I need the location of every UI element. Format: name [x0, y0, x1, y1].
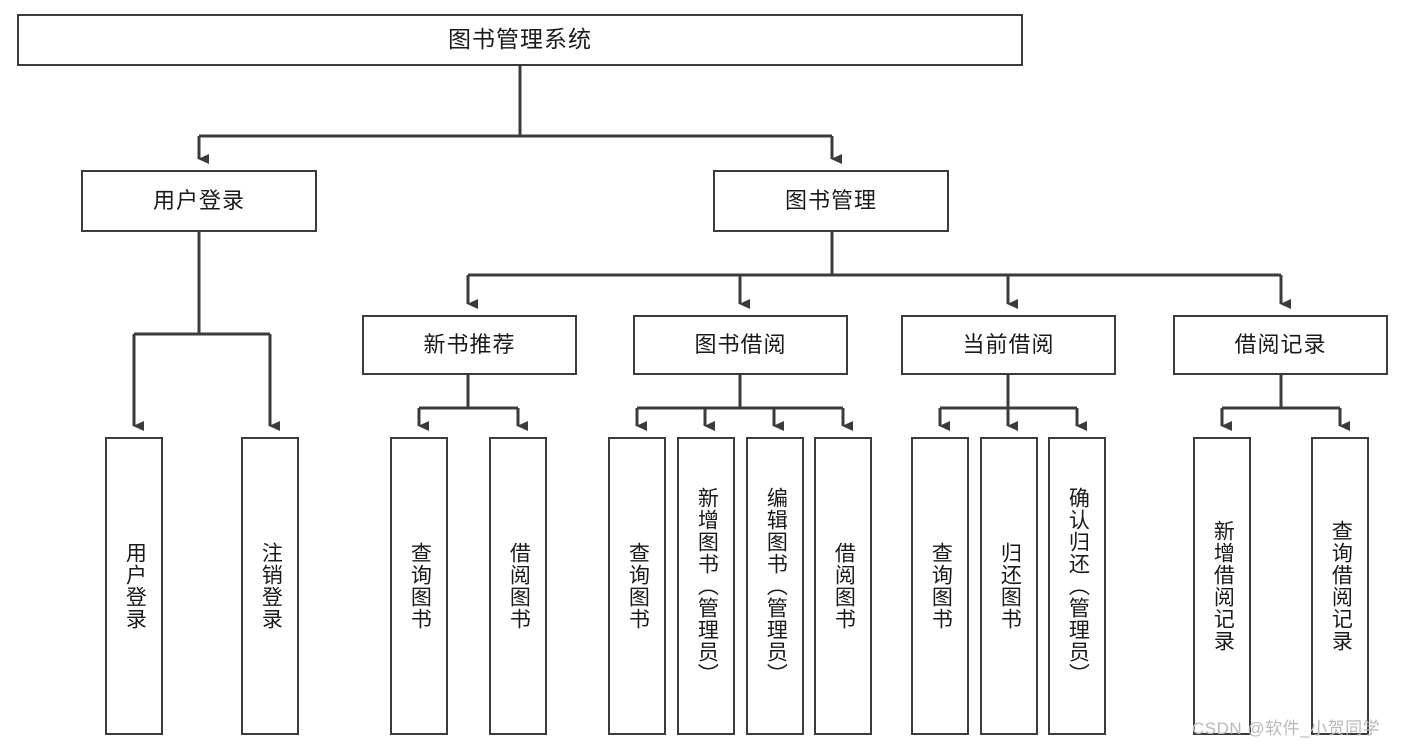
node-root-system[interactable]: 图书管理系统 — [17, 14, 1023, 66]
node-new-book-recommend[interactable]: 新书推荐 — [362, 315, 577, 375]
leaf-query-book-borrow[interactable]: 查询图书 — [608, 437, 666, 735]
leaf-user-login[interactable]: 用户登录 — [105, 437, 163, 735]
leaf-add-book-admin[interactable]: 新增图书（管理员） — [677, 437, 735, 735]
leaf-query-book-current[interactable]: 查询图书 — [911, 437, 969, 735]
node-current-borrow[interactable]: 当前借阅 — [901, 315, 1116, 375]
leaf-query-book-recommend[interactable]: 查询图书 — [390, 437, 448, 735]
leaf-borrow-book-recommend[interactable]: 借阅图书 — [489, 437, 547, 735]
node-user-login[interactable]: 用户登录 — [81, 170, 317, 232]
leaf-confirm-return-admin[interactable]: 确认归还（管理员） — [1048, 437, 1106, 735]
leaf-edit-book-admin[interactable]: 编辑图书（管理员） — [746, 437, 804, 735]
leaf-add-borrow-record[interactable]: 新增借阅记录 — [1193, 437, 1251, 735]
leaf-borrow-book-borrow[interactable]: 借阅图书 — [814, 437, 872, 735]
node-book-manage[interactable]: 图书管理 — [713, 170, 949, 232]
node-book-borrow[interactable]: 图书借阅 — [633, 315, 848, 375]
leaf-query-borrow-record[interactable]: 查询借阅记录 — [1311, 437, 1369, 735]
leaf-return-book[interactable]: 归还图书 — [980, 437, 1038, 735]
node-borrow-record[interactable]: 借阅记录 — [1173, 315, 1388, 375]
csdn-watermark: CSDN @软件_小贺同学 — [1192, 719, 1381, 738]
leaf-user-logout[interactable]: 注销登录 — [241, 437, 299, 735]
